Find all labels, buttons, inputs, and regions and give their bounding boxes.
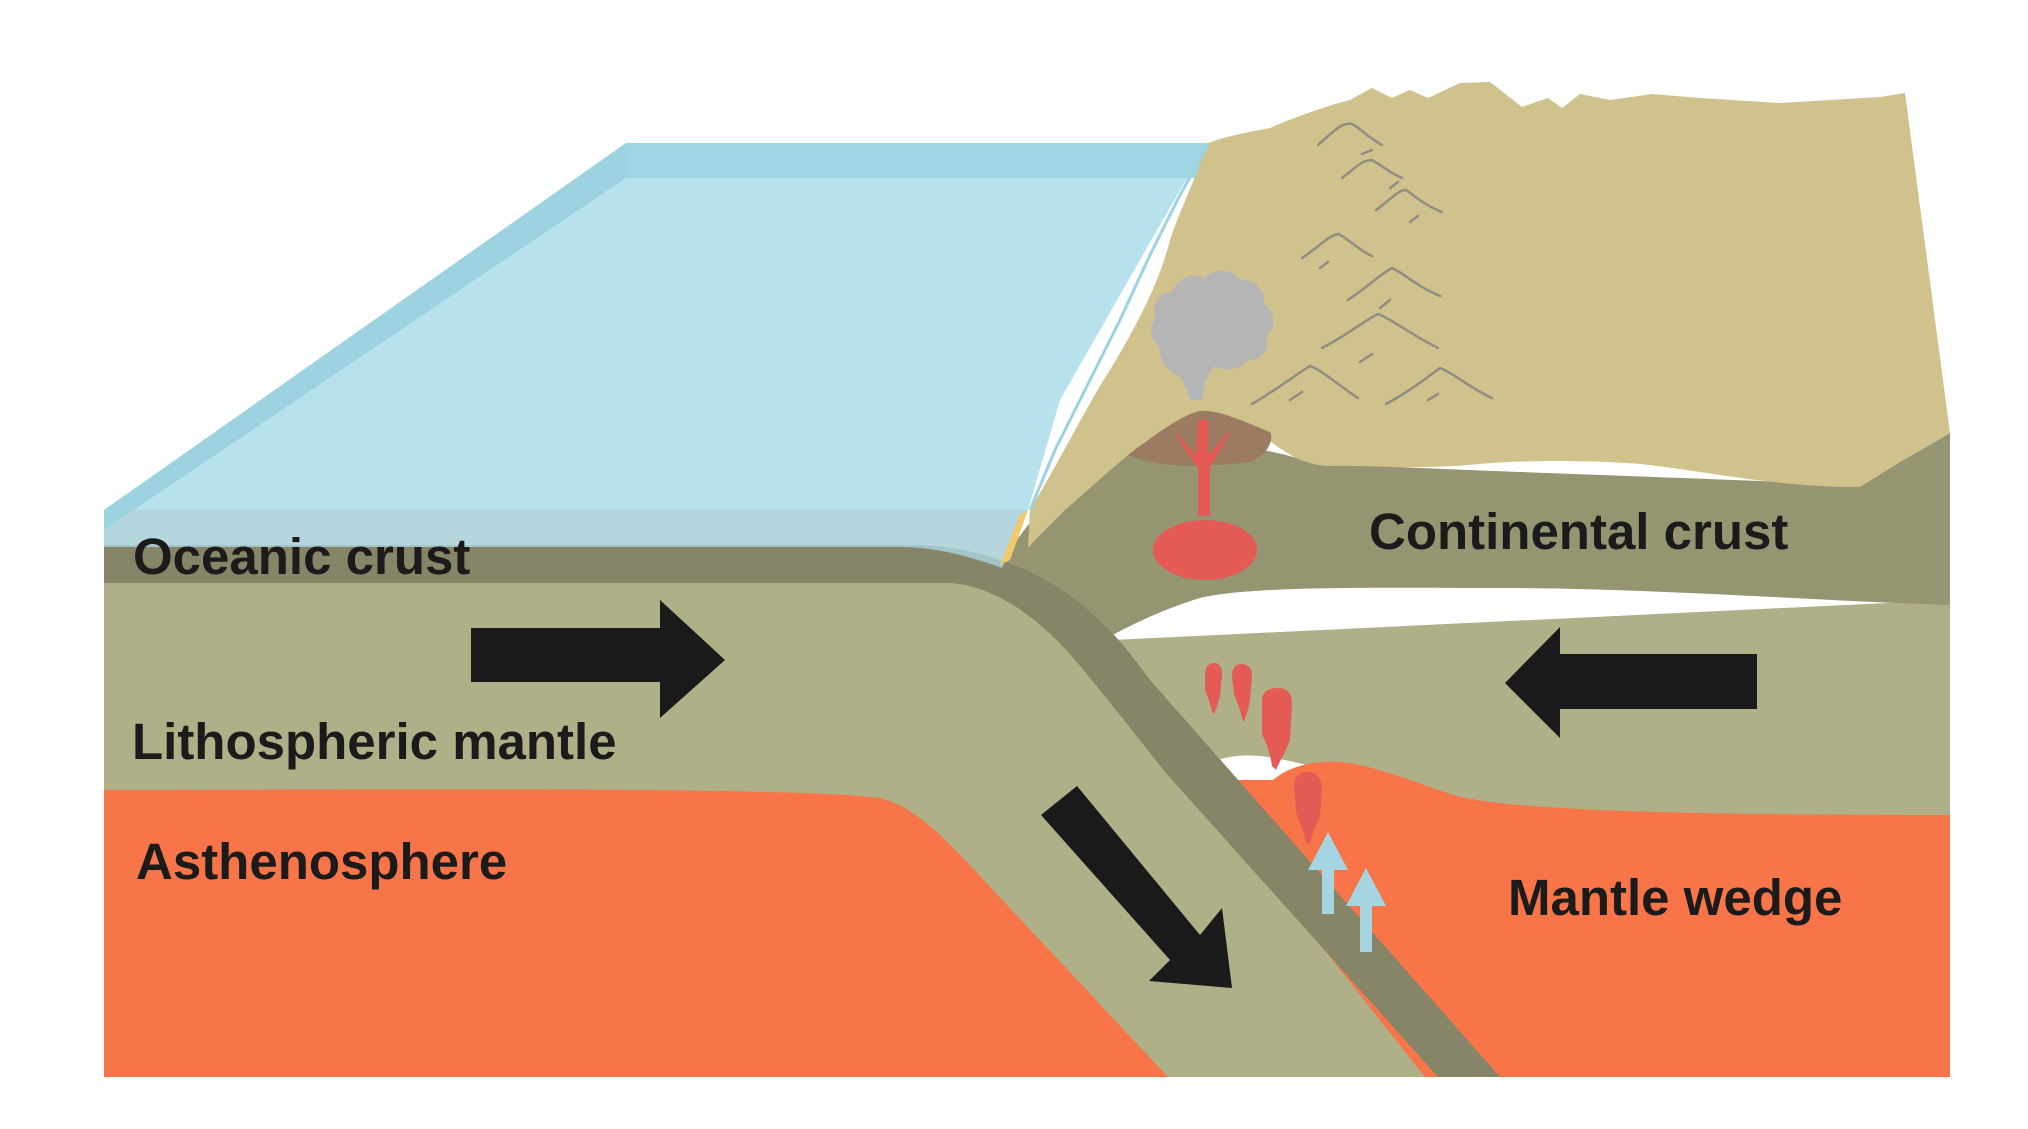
magma-chamber [1153,520,1257,580]
ocean-back-edge [626,143,1210,178]
beach [1000,510,1028,565]
arrow-icon [471,600,1757,988]
cloud-icon [1151,270,1274,400]
oceanic-crust-layer [104,545,1500,1077]
coastline [1028,144,1210,511]
magma-conduit [1176,420,1230,516]
subduction-arrow [1041,786,1232,988]
asthenosphere-label: Asthenosphere [136,833,507,890]
mountain-icon [1250,122,1494,406]
ocean-left-edge [104,143,626,530]
mantle-wedge-label: Mantle wedge [1508,869,1842,926]
continental-crust-label: Continental crust [1369,503,1788,560]
up-arrow-icon [1308,832,1386,952]
oceanic-plate-arrow [471,600,725,718]
continental-plate-arrow [1505,627,1757,738]
volcano-icon [1128,410,1272,580]
continental-crust-layer [1000,433,1950,645]
subducting-lithospheric-mantle [104,580,1425,1077]
magma-droplets [1205,663,1322,844]
mantle-wedge-layer [1252,761,1950,1077]
ocean-front-face [104,510,1028,568]
lithospheric-mantle-label: Lithospheric mantle [132,713,617,770]
oceanic-crust-label: Oceanic crust [133,528,470,585]
ocean-surface [104,143,1208,510]
